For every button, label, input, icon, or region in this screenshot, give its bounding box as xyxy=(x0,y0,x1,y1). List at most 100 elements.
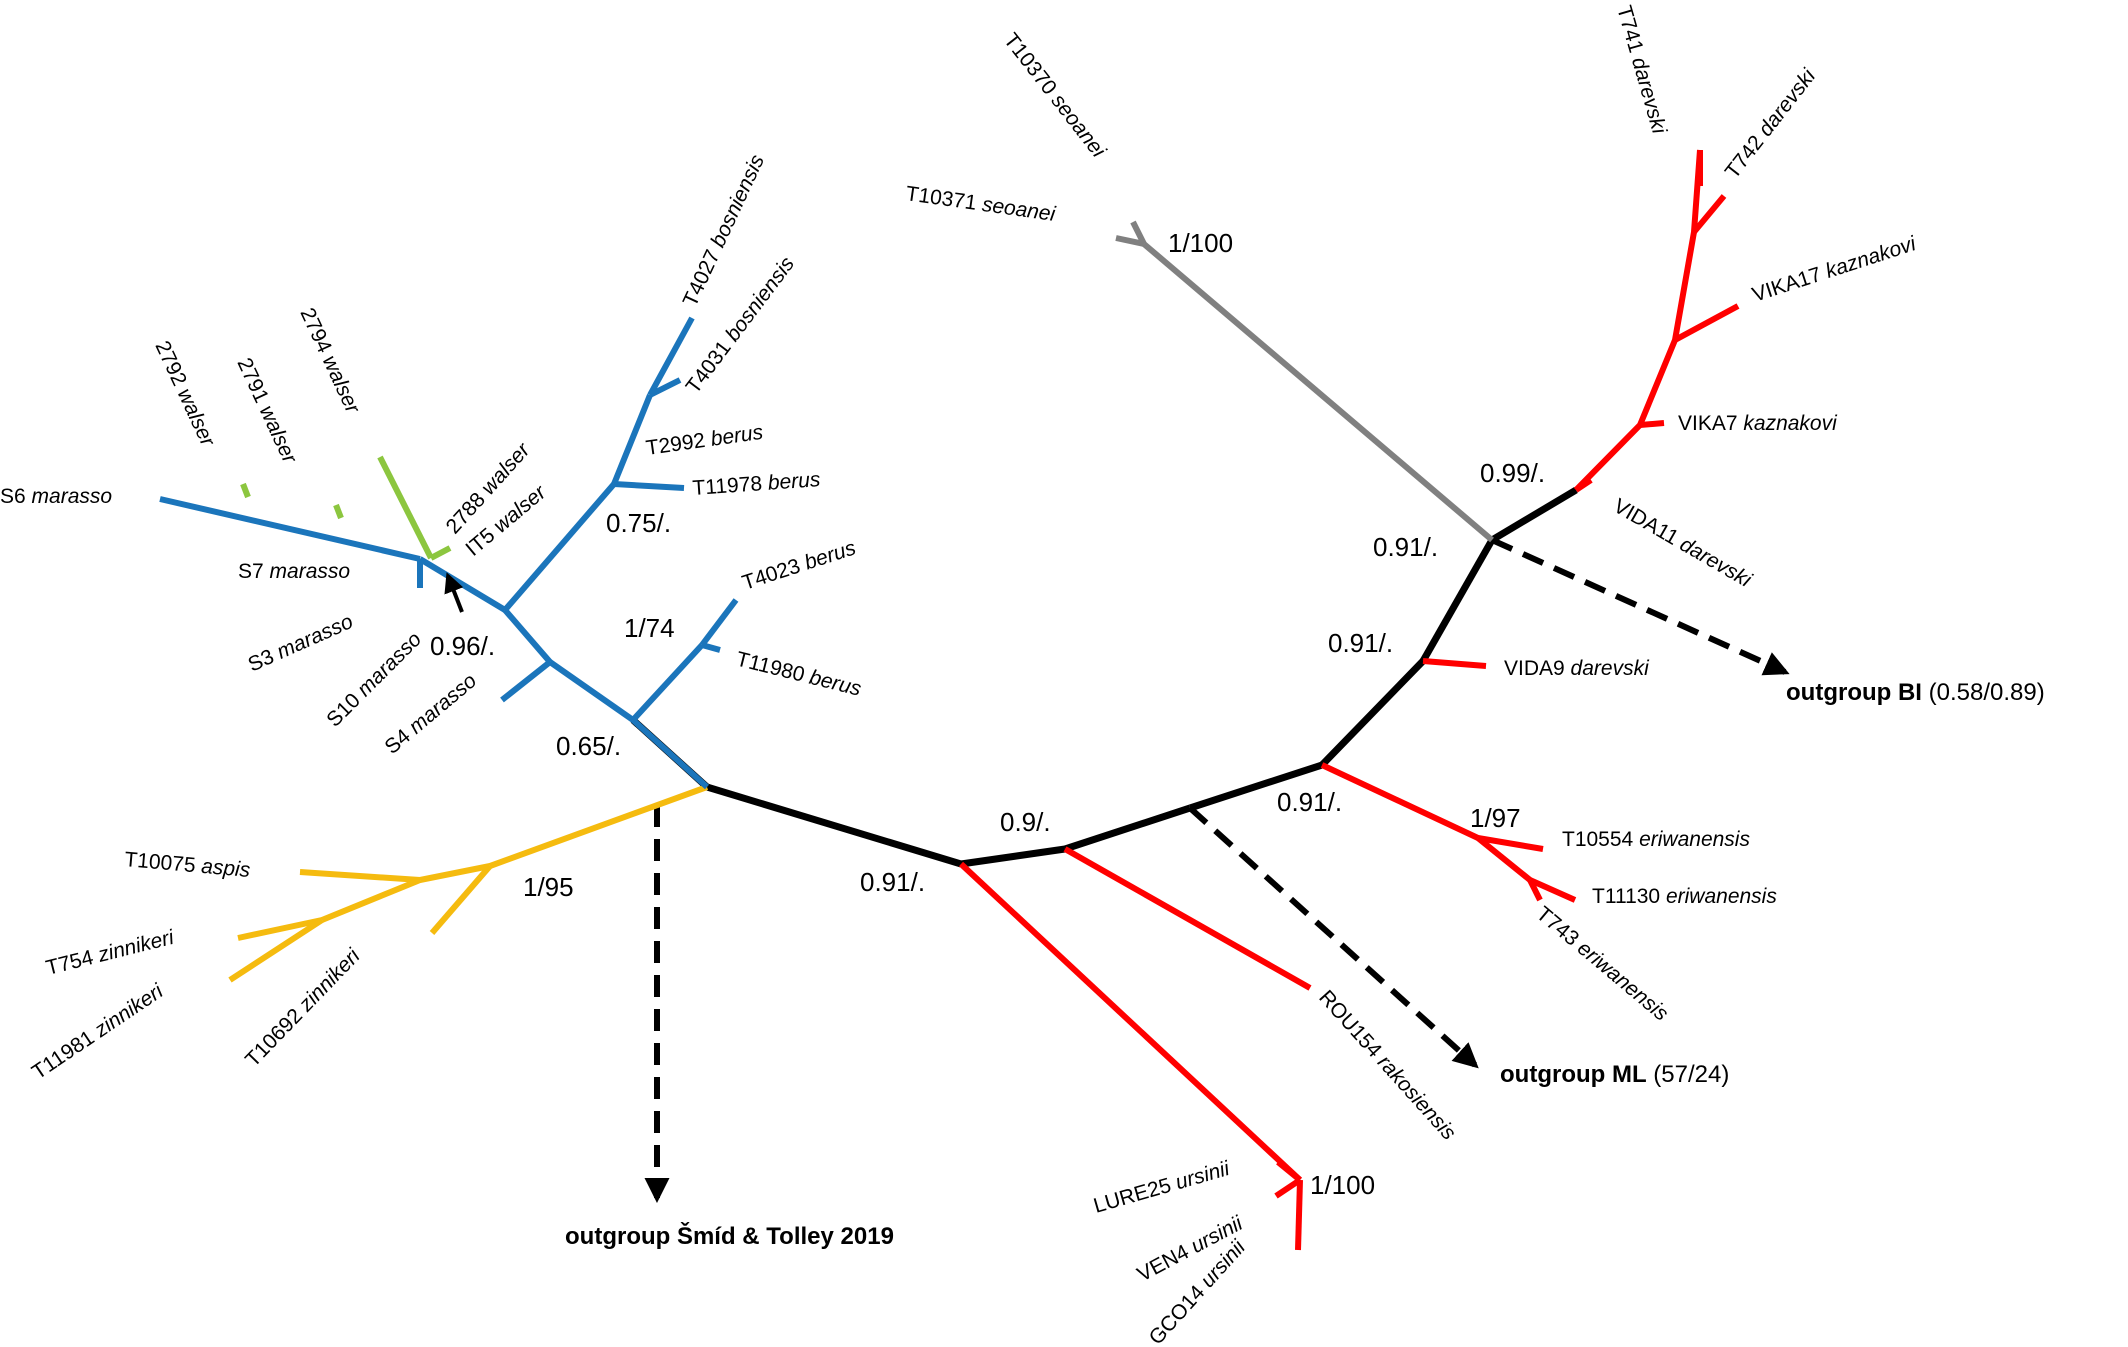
branch xyxy=(647,316,695,397)
branch xyxy=(699,598,739,647)
support-value: 0.91/. xyxy=(1373,532,1438,562)
branch xyxy=(1130,220,1147,246)
tip-label: VIKA7 kaznakovi xyxy=(1678,412,1838,435)
tip-label: T754 zinnikeri xyxy=(44,926,178,980)
branch xyxy=(299,869,421,883)
tip-label: 2791 walser xyxy=(232,354,301,467)
outgroup-ml-label: outgroup ML (57/24) xyxy=(1500,1061,1729,1088)
outgroup-ml-arrow xyxy=(1187,805,1479,1069)
support-values: 1/100 0.99/. 0.91/. 0.91/. 0.91/. 1/97 0… xyxy=(430,228,1545,1200)
tip-label: T742 darevski xyxy=(1721,64,1821,183)
outgroup-labels: outgroup BI (0.58/0.89) outgroup ML (57/… xyxy=(565,679,2045,1250)
branch xyxy=(228,917,324,983)
tip-labels: T741 darevski T742 darevski VIKA17 kazna… xyxy=(0,3,1920,1347)
tip-label: T10371 seoanei xyxy=(904,182,1058,226)
support-value: 0.91/. xyxy=(1277,787,1342,817)
branch xyxy=(240,482,251,499)
branch xyxy=(377,455,434,560)
pointer-arrow xyxy=(444,572,464,613)
support-value: 0.96/. xyxy=(430,631,495,661)
branch xyxy=(500,659,552,703)
branch xyxy=(1295,1179,1303,1251)
branch xyxy=(1188,761,1324,812)
branch xyxy=(613,481,685,491)
tip-label: ROU154 rakosiensis xyxy=(1314,986,1460,1145)
branch xyxy=(1115,235,1145,247)
tip-label: T11978 berus xyxy=(692,468,822,500)
branch xyxy=(548,659,635,723)
outgroup-arrows xyxy=(644,537,1790,1204)
branch xyxy=(958,861,1303,1183)
outgroup-st-label: outgroup Šmíd & Tolley 2019 xyxy=(565,1222,894,1250)
support-value: 0.99/. xyxy=(1480,458,1545,488)
support-value: 1/74 xyxy=(624,613,675,643)
branch xyxy=(488,784,709,869)
branch xyxy=(1691,194,1727,234)
branch xyxy=(237,917,323,941)
branch xyxy=(630,642,705,723)
gray-clade xyxy=(1115,220,1494,543)
outgroup-bi-label: outgroup BI (0.58/0.89) xyxy=(1786,679,2045,706)
branch xyxy=(1063,804,1192,853)
tip-label: T4023 berus xyxy=(739,536,859,594)
tip-label: S7 marasso xyxy=(238,560,350,583)
tip-label: VIDA11 darevski xyxy=(1610,494,1757,592)
branch xyxy=(502,608,553,664)
branch xyxy=(960,845,1066,868)
branch xyxy=(1142,241,1494,543)
red-clade xyxy=(958,149,1740,1251)
branch xyxy=(1490,486,1578,544)
support-value: 0.91/. xyxy=(1328,628,1393,658)
tip-label: S6 marasso xyxy=(0,485,112,508)
support-value: 0.65/. xyxy=(556,731,621,761)
branch xyxy=(630,717,710,790)
tip-label: 2794 walser xyxy=(295,304,364,417)
branch xyxy=(1673,303,1740,343)
branch xyxy=(648,377,682,398)
tip-label: T11981 zinnikeri xyxy=(28,979,168,1084)
tip-label: VIDA9 darevski xyxy=(1504,657,1650,680)
branch xyxy=(419,863,491,883)
branch xyxy=(1527,878,1543,902)
support-value: 1/95 xyxy=(523,872,574,902)
tip-label: T11980 berus xyxy=(734,648,864,701)
branch xyxy=(1063,846,1312,991)
branch xyxy=(502,482,617,612)
branch xyxy=(418,556,507,613)
support-value: 0.9/. xyxy=(1000,807,1051,837)
branch xyxy=(1476,835,1532,883)
tip-label: T10075 aspis xyxy=(124,848,252,882)
branch xyxy=(333,503,344,520)
branch xyxy=(1319,658,1426,768)
branch xyxy=(1477,835,1544,852)
support-value: 1/100 xyxy=(1310,1170,1375,1200)
branch xyxy=(429,545,452,561)
support-value: 0.91/. xyxy=(860,867,925,897)
tip-label: LURE25 ursinii xyxy=(1091,1157,1233,1218)
tip-label: T741 darevski xyxy=(1612,3,1671,137)
tip-label: S4 marasso xyxy=(380,669,481,759)
backbone-branches xyxy=(630,486,1578,868)
support-value: 1/100 xyxy=(1168,228,1233,258)
green-clade xyxy=(240,455,452,561)
tip-label: T743 eriwanensis xyxy=(1532,902,1673,1026)
support-value: 0.75/. xyxy=(606,508,671,538)
branch xyxy=(1528,877,1577,903)
branch xyxy=(611,393,653,486)
tip-label: T11130 eriwanensis xyxy=(1592,885,1777,908)
tip-label: 2792 walser xyxy=(150,337,219,450)
branch xyxy=(1419,538,1496,663)
branch xyxy=(1573,149,1703,493)
branch xyxy=(1422,658,1487,669)
tip-label: S3 marasso xyxy=(245,610,357,677)
support-value: 1/97 xyxy=(1470,803,1521,833)
tip-label: T10554 eriwanensis xyxy=(1562,828,1750,851)
branch xyxy=(1320,762,1480,841)
outgroup-bi-arrow xyxy=(1490,537,1790,676)
tip-label: T2992 berus xyxy=(644,421,764,460)
blue-clade xyxy=(159,316,739,790)
branch xyxy=(159,496,421,562)
tip-label: T10370 seoanei xyxy=(999,29,1111,163)
branch xyxy=(1276,1159,1302,1183)
